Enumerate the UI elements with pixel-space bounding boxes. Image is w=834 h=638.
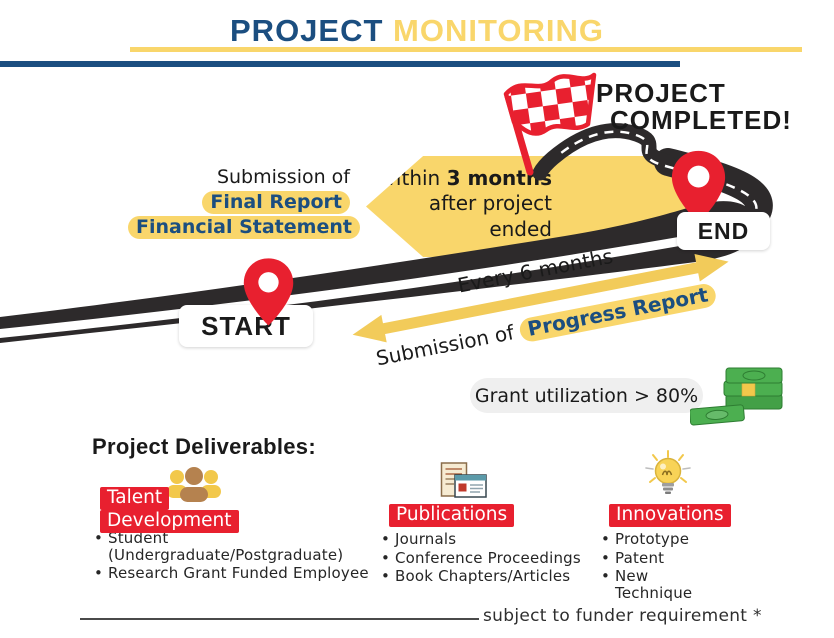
list-item: Book Chapters/Articles [380,568,620,585]
talent-label-line1: Talent [100,487,170,510]
end-label-text: END [697,217,750,244]
deliverables-heading: Project Deliverables: [92,434,316,459]
blue-rule [0,61,680,67]
innovations-list: PrototypePatentNew Technique [600,531,704,603]
list-item: Research Grant Funded Employee [93,565,378,582]
end-label: END [677,212,770,250]
project-completed-text: PROJECT COMPLETED! [596,78,792,136]
within-line3: ended [489,216,552,241]
completed-line2: COMPLETED! [610,105,792,136]
publications-label-text: Publications [389,504,515,527]
talent-list: Student (Undergraduate/Postgraduate) Rese… [93,530,378,584]
start-pin-icon [243,258,294,326]
list-item: New Technique [600,568,704,601]
people-icon [167,467,221,502]
list-item: Prototype [600,531,704,548]
checkered-flag-icon [503,72,597,176]
financial-statement-highlight: Financial Statement [128,216,360,239]
completed-line1: PROJECT [596,78,726,108]
final-submission-block: Submission of Final Report Financial Sta… [128,166,360,241]
yellow-rule [130,47,802,52]
page-title: PROJECT MONITORING [0,13,834,49]
talent-label-line2: Development [100,510,239,533]
publications-label: Publications [389,504,515,527]
within-line2: after project [428,191,552,216]
money-stack-icon [690,367,783,426]
progress-arrow-group: Every 6 months Submission of Progress Re… [344,222,741,394]
talent-development-label: Talent Development [100,487,239,533]
publications-list: JournalsConference ProceedingsBook Chapt… [380,531,620,587]
start-label: START [179,305,313,347]
end-pin-icon [671,150,726,224]
title-word-monitoring: MONITORING [393,13,604,48]
footer-rule [80,618,479,620]
within-banner-text: Within 3 months after project ended [377,166,552,242]
final-report-highlight: Final Report [202,191,350,214]
list-item: Journals [380,531,620,548]
innovations-label: Innovations [609,504,731,527]
innovations-label-text: Innovations [609,504,731,527]
final-submission-intro: Submission of [216,166,350,188]
list-item: Patent [600,549,704,567]
footer-note: subject to funder requirement * [483,606,762,626]
lightbulb-icon [645,450,691,494]
grant-utilization-text: Grant utilization > 80% [474,384,699,407]
documents-icon [440,462,487,498]
double-arrow-icon [352,254,729,343]
list-item: Student (Undergraduate/Postgraduate) [93,530,378,563]
list-item: Conference Proceedings [380,549,620,567]
title-word-project: PROJECT [230,13,384,48]
grant-utilization-pill: Grant utilization > 80% [470,378,703,413]
